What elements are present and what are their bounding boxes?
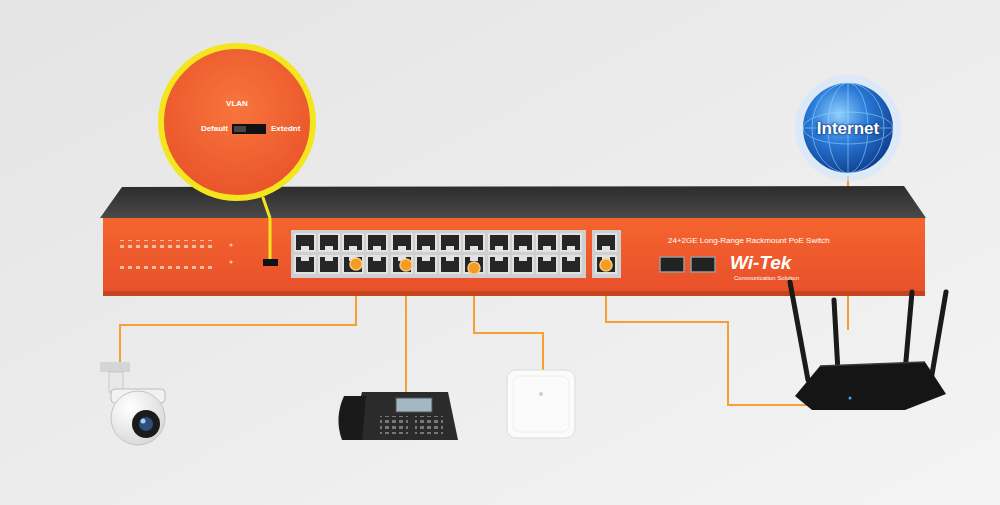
port-dot [400,259,412,271]
rj45-port [366,255,388,274]
router-body [795,362,946,410]
antenna [834,300,838,372]
rj45-port [439,255,461,274]
internet-globe-icon [795,75,901,181]
rj45-port [536,233,558,252]
camera-dome [111,391,165,445]
rj45-port [391,233,413,252]
camera-mount [100,362,130,372]
switch-position-label: Extednt [271,125,300,133]
ap-body [507,370,575,438]
rj45-port [512,255,534,274]
sfp-slot [691,257,715,272]
antenna [790,282,808,380]
phone-keypad [380,416,408,434]
led [229,260,232,263]
switch-front-panel [103,218,925,292]
brand-tagline: Communication Solution [734,275,799,281]
led-row [118,240,214,250]
port-dot [600,259,612,271]
led [229,243,232,246]
callout-leader [263,197,270,218]
poe-switch-body [100,186,926,296]
globe-grid [803,83,893,173]
brand-logo: Wi-Tek [730,253,791,272]
leader-line [269,218,272,259]
vlan-slider [232,124,266,134]
vlan-slider-thumb [234,126,246,132]
rj45-port [366,233,388,252]
switch-position-label: Default [201,125,228,133]
globe-glow [795,75,901,181]
rj45-port [318,233,340,252]
rj45-ports [294,233,582,274]
phone-keys [415,416,443,434]
rj45-port [294,233,316,252]
switch-bottom-edge [103,291,925,296]
lens-glass [139,417,153,431]
led-row [118,262,214,272]
lens-glint [141,419,146,424]
rj45-port [560,255,582,274]
wireless-ap [507,370,575,438]
ip-phone [338,392,458,440]
vlan-toggle [263,259,278,266]
rj45-port [439,233,461,252]
phone-base [350,392,458,440]
rj45-port [560,233,582,252]
rj45-port [512,233,534,252]
internet-label: Internet [817,120,879,137]
vlan-callout: VLAN Default Extednt [158,43,316,201]
rj45-port [391,255,413,274]
uplink-block [592,230,621,278]
rj45-port [463,255,485,274]
port-dots [350,258,612,274]
port-block [291,230,586,278]
model-name: 24+2GE Long-Range Rackmount PoE Switch [668,237,830,245]
poe-switch: 24+2GE Long-Range Rackmount PoE SwitchWi… [103,218,925,292]
port-dot [350,258,362,270]
ap-rim [513,376,569,432]
axis [803,83,893,173]
phone-handset [338,396,366,440]
camera-lens [132,410,160,438]
globe [803,83,893,173]
rj45-port [536,255,558,274]
uplink-port [595,255,617,274]
ptz-camera [100,362,165,445]
phone-screen [396,398,432,412]
rj45-port [318,255,340,274]
rj45-port [488,233,510,252]
vlan-callout-ring [161,46,313,259]
rj45-port [415,255,437,274]
router-led [849,397,852,400]
port-dot [468,262,480,274]
rj45-port [342,233,364,252]
rj45-port [294,255,316,274]
antenna [905,292,912,372]
uplink-port [595,233,617,252]
sfp-slot [660,257,684,272]
internet-node: Internet [803,83,893,173]
rj45-port [342,255,364,274]
router-edge [820,362,925,366]
rj45-port [488,255,510,274]
rj45-port [415,233,437,252]
antenna [930,292,946,386]
ap-led [539,392,543,396]
wifi-router [790,282,946,410]
callout-circle [161,46,313,198]
vlan-heading: VLAN [226,100,248,108]
rj45-port [463,233,485,252]
